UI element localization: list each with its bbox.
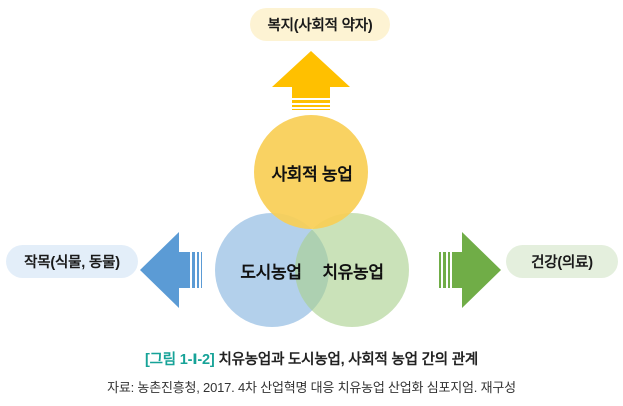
badge-crops: 작목(식물, 동물) [6, 245, 138, 278]
arrow-right [439, 232, 501, 308]
figure-number-tag: [그림 1-Ⅰ-2] [144, 352, 215, 368]
venn-circles [215, 115, 409, 327]
figure-source: 자료: 농촌진흥청, 2017. 4차 산업혁명 대응 치유농업 산업화 심포지… [107, 380, 516, 395]
venn-circle-social [254, 115, 368, 229]
venn-circle-urban [215, 213, 329, 327]
figure-caption: [그림 1-Ⅰ-2]치유농업과 도시농업, 사회적 농업 간의 관계 [0, 348, 623, 369]
arrow-up [272, 51, 350, 110]
venn-label-care-agriculture: 치유농업 [322, 263, 384, 282]
venn-label-urban-agriculture: 도시농업 [240, 263, 302, 282]
venn-label-social-agriculture: 사회적 농업 [271, 165, 353, 184]
figure-caption-text: 치유농업과 도시농업, 사회적 농업 간의 관계 [218, 352, 479, 368]
badge-health: 건강(의료) [506, 245, 618, 278]
badge-welfare: 복지(사회적 약자) [250, 8, 390, 41]
venn-circle-care [295, 213, 409, 327]
arrow-left [140, 232, 202, 308]
